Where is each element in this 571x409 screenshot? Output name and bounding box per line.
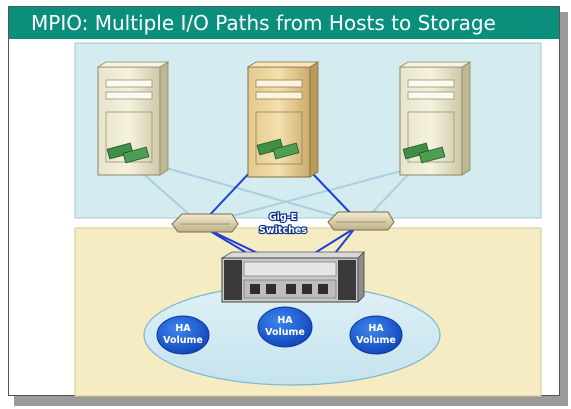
switch-label-line2: Switches	[259, 225, 307, 236]
switch-right	[327, 211, 395, 231]
host-server-right	[398, 61, 472, 176]
volume-1-line1: HA	[175, 323, 191, 334]
ha-volume-2: HA Volume	[257, 306, 313, 348]
ha-volume-1: HA Volume	[156, 315, 210, 355]
volume-1-line2: Volume	[163, 335, 203, 346]
slide-title: MPIO: Multiple I/O Paths from Hosts to S…	[31, 11, 496, 35]
ha-volume-3: HA Volume	[349, 315, 403, 355]
title-bar: MPIO: Multiple I/O Paths from Hosts to S…	[9, 7, 559, 39]
volume-2-line2: Volume	[265, 327, 305, 338]
host-server-center	[246, 61, 320, 178]
storage-array	[220, 251, 365, 303]
volume-3-line1: HA	[368, 323, 384, 334]
volume-3-line2: Volume	[356, 335, 396, 346]
switch-left	[171, 213, 239, 233]
nic-card	[256, 138, 300, 160]
switch-label-line1: Gig-E	[269, 212, 297, 223]
nic-card	[106, 142, 150, 164]
host-server-left	[96, 61, 170, 176]
nic-card	[402, 142, 446, 164]
volume-2-line1: HA	[277, 315, 293, 326]
